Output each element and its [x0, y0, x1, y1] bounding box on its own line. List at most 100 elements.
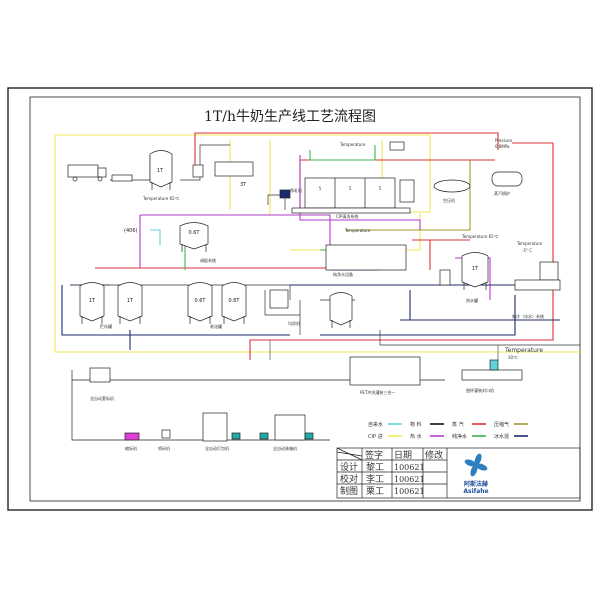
row-name: 黎工	[366, 461, 384, 473]
shrink-label: 缩标机	[125, 445, 137, 451]
steam-boiler	[491, 171, 523, 187]
storage-label: 贮存罐	[100, 323, 112, 329]
temperature-reading-receiving: Temperature 65℃	[142, 196, 180, 201]
temperature-value-chiller: -5° C	[522, 248, 532, 253]
temperature-reading-cip: Temperature	[344, 228, 371, 233]
water-treatment-equipment	[325, 244, 407, 271]
boiler-label: 蒸汽锅炉	[494, 190, 510, 196]
plate-heat-exchanger-2	[439, 269, 451, 286]
legend-label: 纯净水	[452, 433, 467, 440]
legend-label: 热 水	[410, 433, 422, 440]
plate-heat-exchanger	[192, 164, 204, 178]
hot-water-pipe	[139, 214, 491, 300]
batch-label: (406)	[124, 228, 137, 234]
hot-water-tank-label: 1T	[472, 266, 479, 272]
legend-label: 自来水	[368, 421, 383, 428]
row-date: 100621	[394, 475, 425, 484]
sleeve-labeler	[89, 367, 111, 383]
storage-tank-2-label: 1T	[127, 298, 134, 304]
header-signature: 签字	[365, 449, 383, 461]
inner-frame	[29, 96, 581, 502]
cip-label: CIP清洗系统	[336, 213, 358, 219]
diagram-title: 1T/h牛奶生产线工艺流程图	[204, 109, 376, 125]
milk-tanker-truck	[67, 164, 133, 182]
storage-tank-1	[79, 282, 105, 324]
header-revision: 修改	[425, 449, 443, 461]
hot-water-tank	[461, 252, 489, 290]
packer	[202, 412, 228, 442]
aging-tank-2-label: 0.6T	[228, 298, 240, 304]
temperature-reading-hot-water: Temperature 65℃	[461, 234, 499, 239]
coder	[161, 429, 171, 439]
ice-water-pipe	[61, 284, 560, 336]
pressure-reading: Pressure	[495, 138, 513, 143]
temperature-reading-cooling: Temperature	[339, 142, 366, 147]
compressor-label: 空压机	[443, 197, 455, 203]
legend-label: 压缩气	[494, 421, 509, 428]
heating-tank-label: 3T	[240, 182, 247, 188]
milk-filter	[279, 189, 291, 199]
legend-label: 冰水混	[494, 433, 509, 440]
row-date: 100621	[394, 463, 425, 472]
aging-tank-2	[221, 282, 247, 324]
mixing-label: 调配系统	[200, 257, 216, 263]
material-pipe	[70, 284, 580, 346]
packer-label: 全自动打包机	[205, 445, 229, 451]
company-name-cn: 阿斯法赫	[464, 480, 488, 488]
chiller-unit	[539, 261, 559, 281]
cooling-tank-1-label: 5	[319, 186, 322, 191]
control-box	[389, 141, 405, 151]
legend: 自来水 物 料 蒸 汽 压缩气 CIP 进 热 水 纯净水 冰水混	[368, 421, 528, 440]
control-cabinet	[399, 179, 415, 203]
legend-label: 物 料	[410, 421, 422, 428]
shrink-tunnel	[124, 432, 140, 441]
row-role: 校对	[340, 473, 358, 485]
pet-filler-label: PET冲洗灌装三合一	[360, 389, 395, 395]
temperature-reading-chiller: Temperature	[516, 241, 543, 246]
cooling-tank-2-label: 5	[349, 186, 352, 191]
cooling-tank-3-label: 5	[379, 186, 382, 191]
hot-water-tank-text: 热水罐	[466, 297, 478, 303]
legend-label: 蒸 汽	[452, 421, 464, 428]
aging-tank-1	[187, 282, 213, 324]
receiving-tank-label: 1T	[157, 168, 164, 174]
chiller-label: 制冷（冰水）系统	[512, 313, 544, 319]
boxer	[274, 414, 306, 441]
storage-tank-1-label: 1T	[89, 298, 96, 304]
legend-label: CIP 进	[368, 433, 383, 440]
batch-tank	[179, 222, 209, 252]
row-role: 制图	[340, 485, 358, 497]
homogenizer	[269, 289, 289, 309]
cooling-tank-bank	[291, 177, 411, 214]
sleeve-labeler-label: 全自动套标机	[90, 395, 114, 401]
pipelines	[54, 132, 580, 360]
row-name: 栗工	[366, 486, 384, 497]
receiving-tank	[149, 150, 173, 190]
homogenizer-label: 均质机	[288, 320, 300, 326]
steam-pipe	[194, 132, 554, 360]
header-date: 日期	[394, 450, 412, 461]
row-name: 李工	[366, 473, 384, 485]
row-role: 设计	[340, 461, 358, 473]
air-compressor	[433, 179, 471, 193]
company-logo: 阿斯法赫 Asifahe	[463, 453, 489, 495]
milk-filter-label: 净乳机	[290, 187, 302, 193]
company-name-en: Asifahe	[463, 488, 488, 495]
boxer-label: 全自动装箱机	[273, 445, 297, 451]
temperature-reading-filler: Temperature	[504, 347, 543, 354]
cup-filler	[461, 369, 523, 381]
coder-label: 喷码机	[158, 445, 170, 451]
storage-tank-2	[117, 282, 143, 324]
pure-water-pipe	[184, 145, 390, 270]
water-treatment-label: 纯净水设备	[333, 271, 353, 277]
cup-filler-label: 塑杯灌装封口机	[466, 387, 494, 393]
row-date: 100621	[394, 487, 425, 496]
aging-tank-1-label: 0.6T	[194, 298, 206, 304]
aging-label: 老化罐	[210, 323, 222, 329]
pressure-value: 0.8MPa	[495, 144, 510, 149]
mixing-tank	[329, 292, 353, 328]
temperature-value-filler: 30℃	[508, 355, 518, 360]
heating-vat	[214, 161, 254, 177]
pet-filler	[349, 356, 421, 386]
